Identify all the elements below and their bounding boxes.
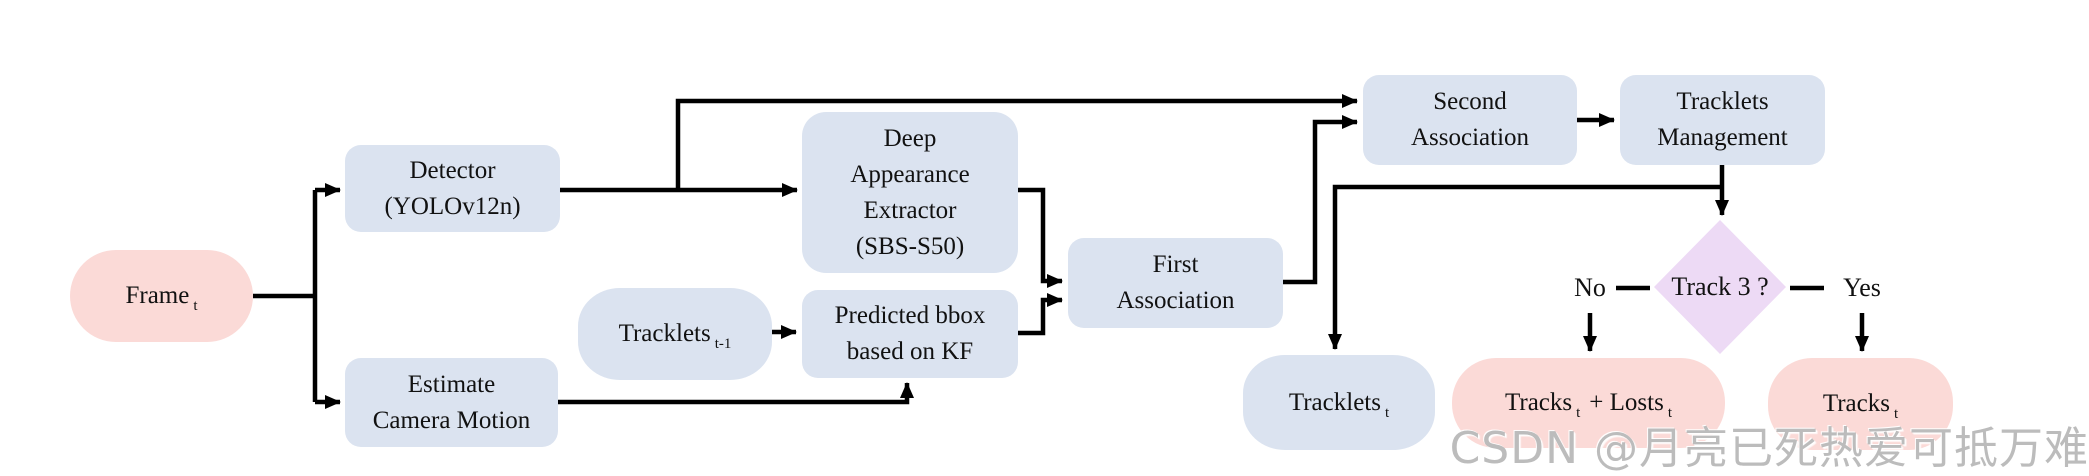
node-first-association: First Association: [1068, 238, 1283, 328]
management-label-line2: Management: [1657, 124, 1788, 151]
no-text: No: [1574, 273, 1606, 302]
node-estimate-camera-motion: Estimate Camera Motion: [345, 358, 558, 447]
extractor-label-line2: Appearance: [850, 160, 970, 188]
decision-text: Track 3 ?: [1671, 272, 1769, 301]
detector-label-line1: Detector: [409, 156, 496, 184]
arrow-estimate-to-predicted-bbox: [558, 382, 914, 405]
arrow-extractor-to-first-association: [1018, 187, 1063, 288]
node-second-association: Second Association: [1363, 75, 1577, 165]
arrow-predicted-bbox-to-first-association: [1018, 293, 1063, 336]
branch-no-label: No: [1555, 271, 1625, 305]
first-association-label-line2: Association: [1116, 287, 1235, 314]
estimate-label-line2: Camera Motion: [372, 406, 531, 434]
first-association-label-line1: First: [1152, 251, 1199, 278]
branch-yes-label: Yes: [1827, 271, 1897, 305]
second-association-label-line2: Association: [1410, 124, 1530, 151]
arrow-management-to-tracklets-t: [1328, 184, 1722, 350]
decision-label: Track 3 ?: [1650, 270, 1790, 304]
node-tracklets-management: Tracklets Management: [1620, 75, 1825, 165]
arrow-first-to-second-association: [1283, 115, 1358, 285]
watermark: CSDN @月亮已死热爱可抵万难: [1449, 423, 2089, 474]
predicted-bbox-label-line1: Predicted bbox: [834, 302, 986, 329]
arrow-detector-to-second-association: [675, 94, 1358, 190]
extractor-label-line4: (SBS-S50): [855, 232, 965, 260]
yes-text: Yes: [1843, 273, 1881, 302]
estimate-label-line1: Estimate: [407, 370, 496, 398]
management-label-line1: Tracklets: [1676, 88, 1769, 115]
extractor-label-line1: Deep: [883, 124, 937, 152]
second-association-label-line1: Second: [1433, 88, 1507, 115]
node-predicted-bbox: Predicted bbox based on KF: [802, 290, 1018, 378]
detector-label-line2: (YOLOv12n): [384, 192, 521, 220]
decision-diamond: [1654, 220, 1786, 354]
node-deep-appearance-extractor: Deep Appearance Extractor (SBS-S50): [802, 112, 1018, 273]
extractor-label-line3: Extractor: [863, 196, 957, 224]
node-detector: Detector (YOLOv12n): [345, 145, 560, 232]
predicted-bbox-label-line2: based on KF: [846, 338, 974, 365]
edge-frame-branch: [253, 190, 318, 402]
